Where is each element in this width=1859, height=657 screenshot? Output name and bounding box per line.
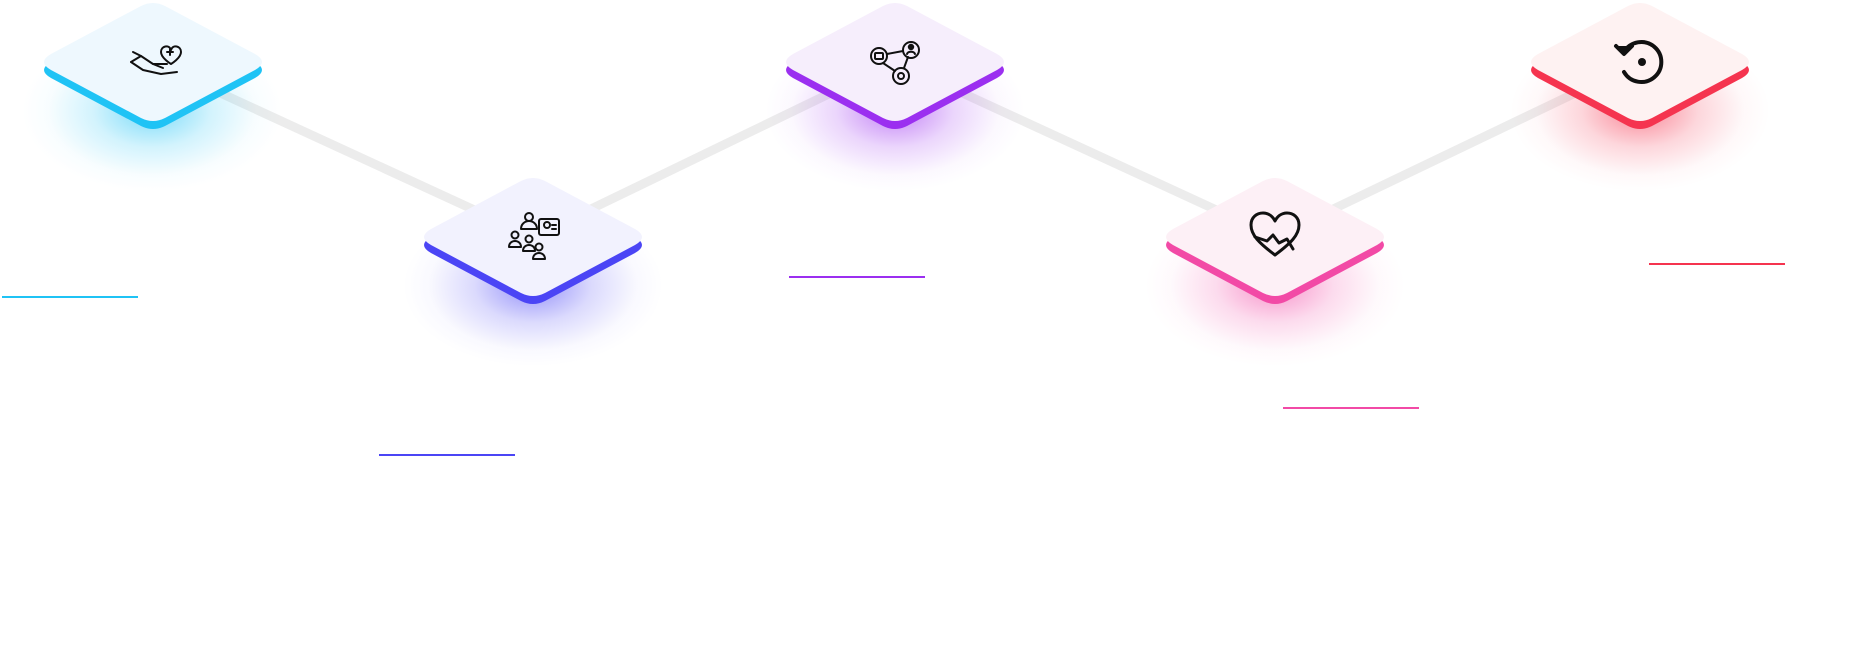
step-2-underline <box>379 454 515 456</box>
step-tile-1[interactable] <box>33 0 273 140</box>
step-5-underline <box>1649 263 1785 265</box>
step-1-underline <box>2 296 138 298</box>
tile-face <box>786 3 1004 121</box>
team-presentation-icon <box>503 205 563 265</box>
refresh-cycle-icon <box>1610 30 1670 90</box>
broken-heart-icon <box>1245 205 1305 265</box>
step-tile-2[interactable] <box>413 175 653 315</box>
step-3-underline <box>789 276 925 278</box>
hand-heart-icon <box>123 30 183 90</box>
step-tile-4[interactable] <box>1155 175 1395 315</box>
step-tile-5[interactable] <box>1520 0 1760 140</box>
step-4-underline <box>1283 407 1419 409</box>
tile-face <box>44 3 262 121</box>
network-nodes-icon <box>865 30 925 90</box>
step-tile-3[interactable] <box>775 0 1015 140</box>
